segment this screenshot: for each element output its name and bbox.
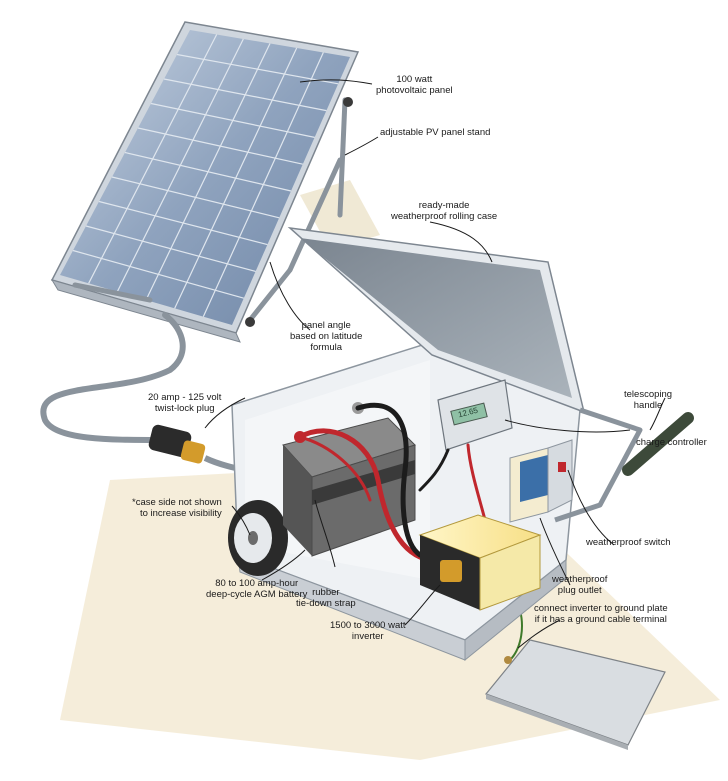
label-panel-angle-line1: panel angle	[301, 320, 351, 331]
panel-cell-column-line	[88, 34, 218, 284]
label-panel-angle: panel angle based on latitude formula	[290, 320, 362, 353]
label-plug: 20 amp - 125 volt twist-lock plug	[148, 392, 221, 414]
panel-stand	[72, 97, 353, 327]
label-plug-outlet-line1: weatherproof	[552, 574, 608, 585]
label-telescoping-handle-line2: handle	[633, 400, 663, 411]
label-plug-outlet: weatherproof plug outlet	[552, 574, 607, 596]
panel-cell-column-line	[174, 47, 298, 309]
label-rolling-case-line1: ready-made	[418, 200, 470, 211]
label-rolling-case-line2: weatherproof rolling case	[391, 211, 498, 222]
panel-cell-column-line	[116, 38, 244, 292]
label-battery-line1: 80 to 100 amp-hour	[215, 578, 299, 589]
label-pv-panel-line1: 100 watt	[396, 74, 433, 85]
label-inverter-line1: 1500 to 3000 watt	[330, 620, 406, 631]
label-telescoping-handle: telescoping handle	[624, 389, 672, 411]
label-plug-line1: 20 amp - 125 volt	[148, 392, 222, 403]
label-battery: 80 to 100 amp-hour deep-cycle AGM batter…	[206, 578, 307, 600]
label-inverter: 1500 to 3000 watt inverter	[330, 620, 406, 642]
label-telescoping-handle-line1: telescoping	[624, 389, 673, 400]
label-panel-angle-line3: formula	[310, 342, 343, 353]
label-plug-line2: twist-lock plug	[154, 403, 215, 414]
label-case-side-note-line2: to increase visibility	[139, 508, 222, 519]
label-case-side-note: *case side not shown to increase visibil…	[132, 497, 222, 519]
telescoping-handle	[554, 407, 694, 523]
label-strap-line1: rubber	[312, 587, 340, 598]
label-pv-panel-line2: photovoltaic panel	[376, 85, 453, 96]
label-battery-line2: deep-cycle AGM battery	[206, 589, 308, 600]
panel-cable	[40, 312, 186, 443]
label-plug-outlet-line2: plug outlet	[557, 585, 602, 596]
label-ground: connect inverter to ground plate if it h…	[534, 603, 668, 625]
cables	[297, 402, 487, 563]
pv-panel	[50, 21, 360, 343]
label-weatherproof-switch: weatherproof switch	[586, 537, 671, 548]
leader-lines	[204, 79, 666, 649]
label-rolling-case: ready-made weatherproof rolling case	[391, 200, 497, 222]
label-strap-line2: tie-down strap	[296, 598, 356, 609]
ground-plate	[484, 609, 666, 750]
twist-lock-plug	[148, 424, 246, 473]
label-pv-panel: 100 watt photovoltaic panel	[376, 74, 453, 96]
label-panel-angle-line2: based on latitude	[290, 331, 363, 342]
panel-cell-column-line	[202, 52, 324, 317]
inverter	[418, 514, 542, 611]
label-ground-line2: if it has a ground cable terminal	[534, 614, 667, 625]
label-inverter-line2: inverter	[351, 631, 384, 642]
label-strap: rubber tie-down strap	[296, 587, 356, 609]
charge-controller-unit	[437, 379, 513, 451]
case-lid	[287, 226, 586, 414]
label-case-side-note-line1: *case side not shown	[132, 497, 222, 508]
panel-cell-column-line	[145, 43, 271, 301]
label-panel-stand: adjustable PV panel stand	[380, 127, 491, 138]
outlet-and-switch	[509, 439, 573, 523]
label-ground-line1: connect inverter to ground plate	[534, 603, 668, 614]
label-charge-controller: charge controller	[636, 437, 707, 448]
wheel	[228, 500, 288, 576]
